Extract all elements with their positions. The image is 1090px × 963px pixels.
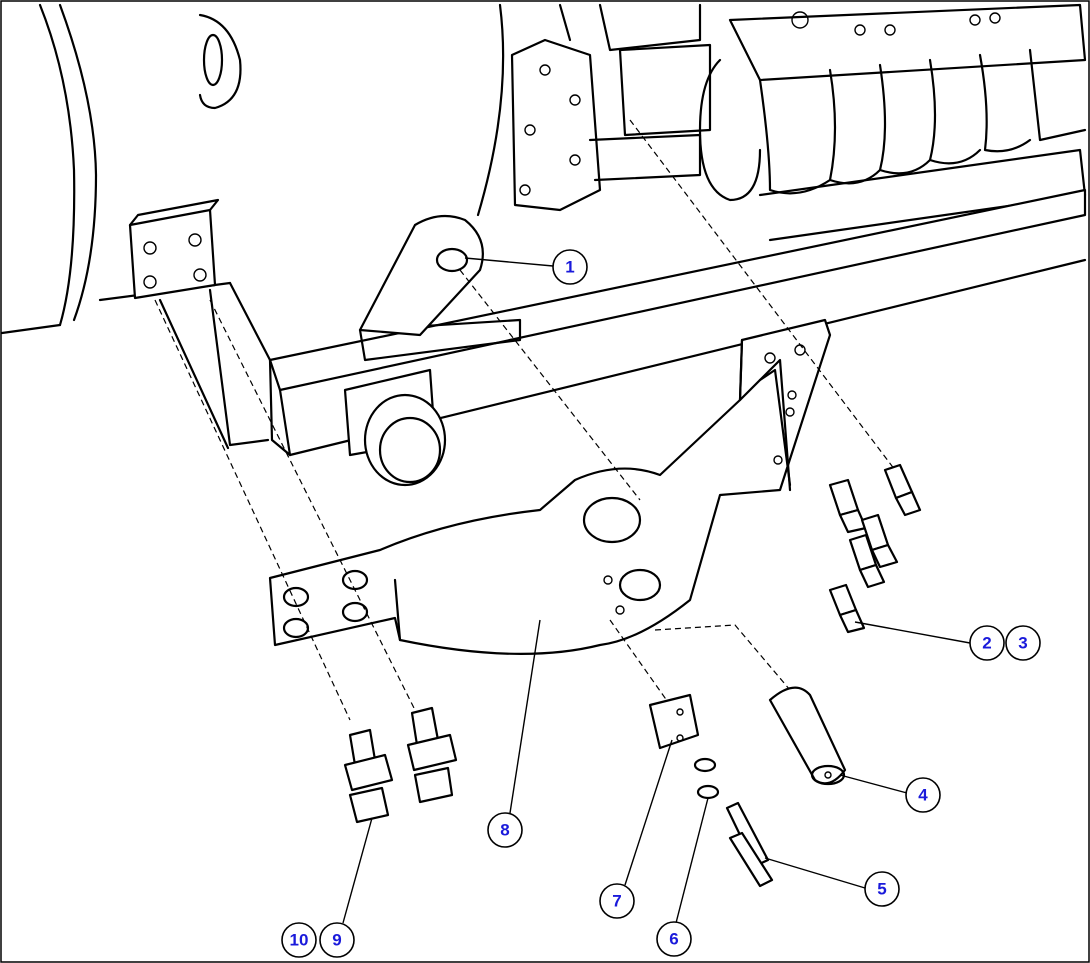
callout-5-label: 5: [877, 880, 886, 899]
callout-1-label: 1: [565, 258, 574, 277]
callout-8-label: 8: [500, 821, 509, 840]
bolts-right: [828, 463, 922, 634]
callout-8: 8: [487, 812, 523, 848]
callout-6: 6: [656, 921, 692, 957]
callout-10-label: 10: [290, 931, 309, 950]
callout-4: 4: [905, 777, 941, 813]
callout-4-label: 4: [918, 786, 928, 805]
callout-3: 3: [1005, 625, 1041, 661]
callout-6-label: 6: [669, 930, 678, 949]
callout-7-label: 7: [612, 892, 621, 911]
callout-2: 2: [969, 625, 1005, 661]
frame-rail: [158, 188, 1087, 457]
lifting-eye: [358, 214, 484, 337]
engine-housing: [0, 3, 505, 335]
rear-mount-plate: [128, 198, 220, 300]
mount-pin: [768, 686, 847, 786]
callout-2-label: 2: [982, 634, 991, 653]
callout-3-label: 3: [1018, 634, 1027, 653]
callout-1: 1: [552, 249, 588, 285]
isolator-mount: [343, 368, 447, 487]
bolts-left: [343, 706, 458, 824]
alignment-lines: [154, 119, 896, 721]
callout-5: 5: [864, 871, 900, 907]
cap-screws: [725, 801, 774, 888]
support-bracket: [268, 318, 832, 655]
engine-block: [510, 3, 1087, 242]
callout-10: 10: [281, 922, 317, 958]
callout-9-label: 9: [332, 931, 341, 950]
leader-lines: [342, 257, 971, 924]
retainer-plate: [648, 693, 700, 750]
callout-7: 7: [599, 883, 635, 919]
callout-9: 9: [319, 922, 355, 958]
lock-washers: [693, 757, 720, 800]
